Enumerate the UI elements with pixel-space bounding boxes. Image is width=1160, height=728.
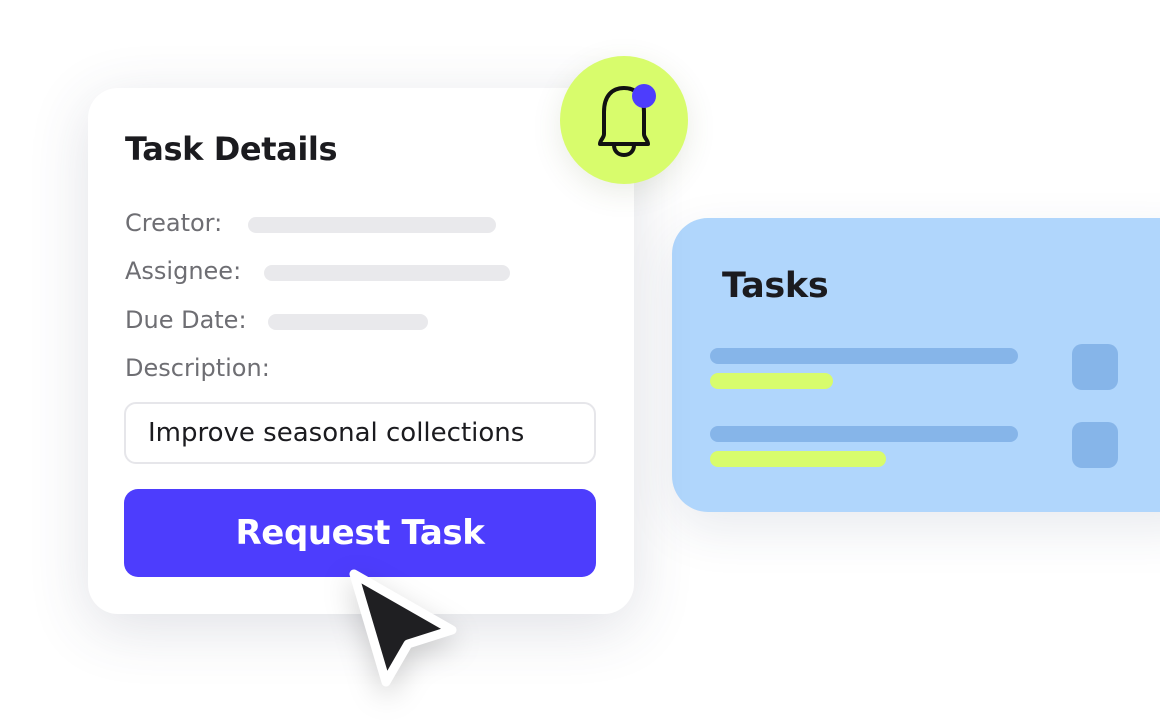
unread-dot (632, 84, 656, 108)
task-progress-bar (710, 451, 886, 467)
description-label: Description: (125, 354, 270, 382)
task-details-title: Task Details (125, 130, 338, 168)
task-title-placeholder (710, 348, 1018, 364)
task-details-card: Task Details Creator: Assignee: Due Date… (88, 88, 634, 614)
notification-bell-button[interactable] (560, 56, 688, 184)
description-input[interactable] (124, 402, 596, 464)
assignee-label: Assignee: (125, 257, 242, 285)
cursor-pointer-icon (349, 569, 457, 687)
task-checkbox[interactable] (1072, 344, 1118, 390)
task-progress-bar (710, 373, 833, 389)
tasks-title: Tasks (722, 266, 829, 306)
task-title-placeholder (710, 426, 1018, 442)
due-date-value-placeholder (268, 314, 428, 330)
due-date-label: Due Date: (125, 306, 247, 334)
bell-icon (598, 84, 656, 158)
request-task-button[interactable]: Request Task (124, 489, 596, 577)
task-row[interactable] (710, 344, 1120, 394)
creator-label: Creator: (125, 209, 223, 237)
creator-value-placeholder (248, 217, 496, 233)
task-checkbox[interactable] (1072, 422, 1118, 468)
assignee-value-placeholder (264, 265, 510, 281)
tasks-panel: Tasks (672, 218, 1160, 512)
task-row[interactable] (710, 422, 1120, 472)
